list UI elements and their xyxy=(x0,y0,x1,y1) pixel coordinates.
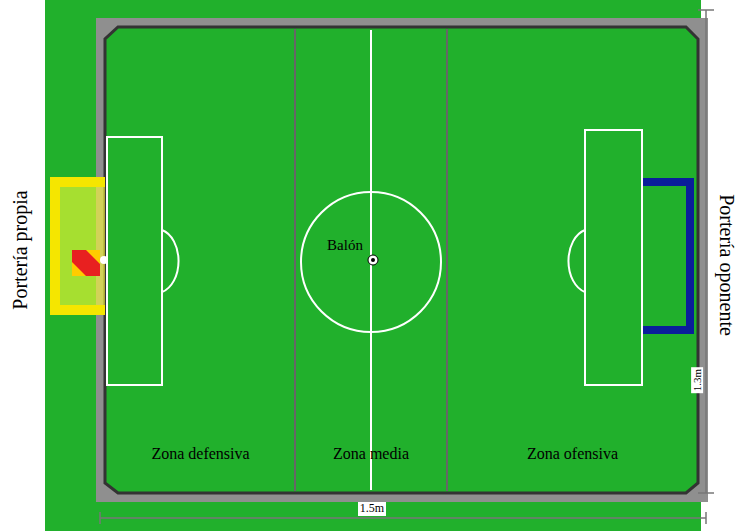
field-zone: Zona ofensiva xyxy=(448,30,697,490)
zone-label: Zona media xyxy=(296,445,446,463)
opponent-goal xyxy=(643,182,690,330)
ball xyxy=(368,255,378,265)
field-surface xyxy=(105,27,698,493)
field-zone: Zona defensiva xyxy=(107,30,294,490)
goal-label: Portería oponente xyxy=(716,192,738,338)
zone-dividers xyxy=(295,29,447,491)
ball-label: Balón xyxy=(327,237,363,254)
dimension-label: 1.5m xyxy=(358,502,386,515)
dimension-lines xyxy=(100,10,714,524)
field-border xyxy=(96,18,708,502)
field-lines xyxy=(107,30,642,490)
zone-label: Zona ofensiva xyxy=(448,445,697,463)
goal-label: Portería propia xyxy=(9,188,31,311)
grass xyxy=(45,0,701,531)
field-zone: Zona media xyxy=(296,30,446,490)
zone-label: Zona defensiva xyxy=(107,445,294,463)
own-goal xyxy=(55,182,108,310)
dimension-label: 1.3m xyxy=(691,367,703,393)
